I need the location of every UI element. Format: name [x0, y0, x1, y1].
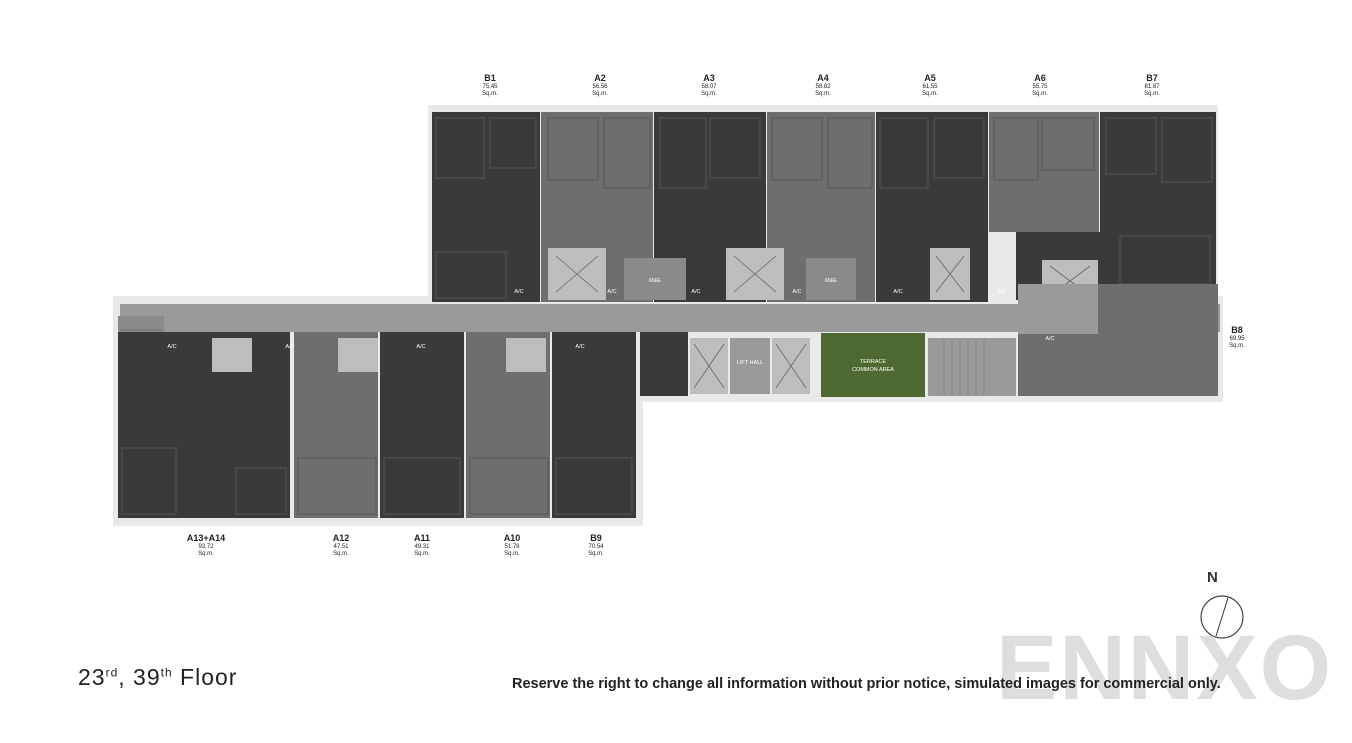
unit-label-b1: B1 75.45 Sq.m. — [482, 73, 498, 97]
lift-hall — [730, 338, 770, 394]
ac-label: A/C — [575, 344, 584, 350]
terrace-label-line1: TERRACE — [860, 359, 887, 365]
unit-label-a5: A5 61.55 Sq.m. — [922, 73, 938, 97]
unit-label-a12: A12 47.51 Sq.m. — [332, 533, 350, 557]
ac-label: A/C — [691, 289, 700, 295]
unit-label-b7: B7 81.87 Sq.m. — [1144, 73, 1160, 97]
east-stair — [928, 338, 1016, 396]
unit-a11-block — [380, 332, 464, 518]
ac-label: A/C — [792, 289, 801, 295]
unit-b7-block — [1100, 112, 1216, 232]
unit-label-a3: A3 58.07 Sq.m. — [701, 73, 717, 97]
unit-a6-block — [989, 112, 1099, 232]
unit-b1-block — [432, 112, 540, 302]
unit-label-a4: A4 58.82 Sq.m. — [815, 73, 831, 97]
ac-label: A/C — [1045, 336, 1054, 342]
compass-north-label: N — [1207, 569, 1218, 586]
me-label-1: M&E — [649, 278, 661, 284]
ac-label: A/C — [416, 344, 425, 350]
ac-label: A/C — [167, 344, 176, 350]
unit-label-a6: A6 55.75 Sq.m. — [1032, 73, 1048, 97]
south-strip — [640, 284, 1218, 397]
floor-title: 23rd, 39th Floor — [78, 664, 238, 690]
terrace-common-area — [821, 333, 925, 397]
bottom-wing-units — [118, 332, 636, 518]
ac-label: A/C — [607, 289, 616, 295]
unit-label-b9: B9 70.54 Sq.m. — [588, 533, 604, 557]
unit-a13-a14-block — [118, 332, 290, 518]
terrace-label-line2: COMMON AREA — [852, 367, 894, 373]
unit-label-a2: A2 56.56 Sq.m. — [592, 73, 608, 97]
unit-label-a13-a14: A13+A14 93.72 Sq.m. — [186, 533, 226, 557]
room-labels: M&E M&E LIFT HALL TERRACE COMMON AREA A/… — [167, 278, 1054, 373]
lift-hall-label: LIFT HALL — [737, 360, 764, 366]
unit-label-b8: B8 69.95 Sq.m. — [1229, 325, 1245, 349]
ac-label: A/C — [893, 289, 902, 295]
disclaimer-text: Reserve the right to change all informat… — [512, 676, 1221, 692]
unit-b9-block — [552, 332, 636, 518]
me-label-2: M&E — [825, 278, 837, 284]
ac-label: A/C — [285, 344, 294, 350]
ac-label: A/C — [514, 289, 523, 295]
unit-label-a11: A11 49.31 Sq.m. — [413, 533, 430, 557]
ac-label: A/C — [997, 289, 1006, 295]
unit-label-a10: A10 51.78 Sq.m. — [503, 533, 521, 557]
north-compass — [1200, 595, 1244, 639]
